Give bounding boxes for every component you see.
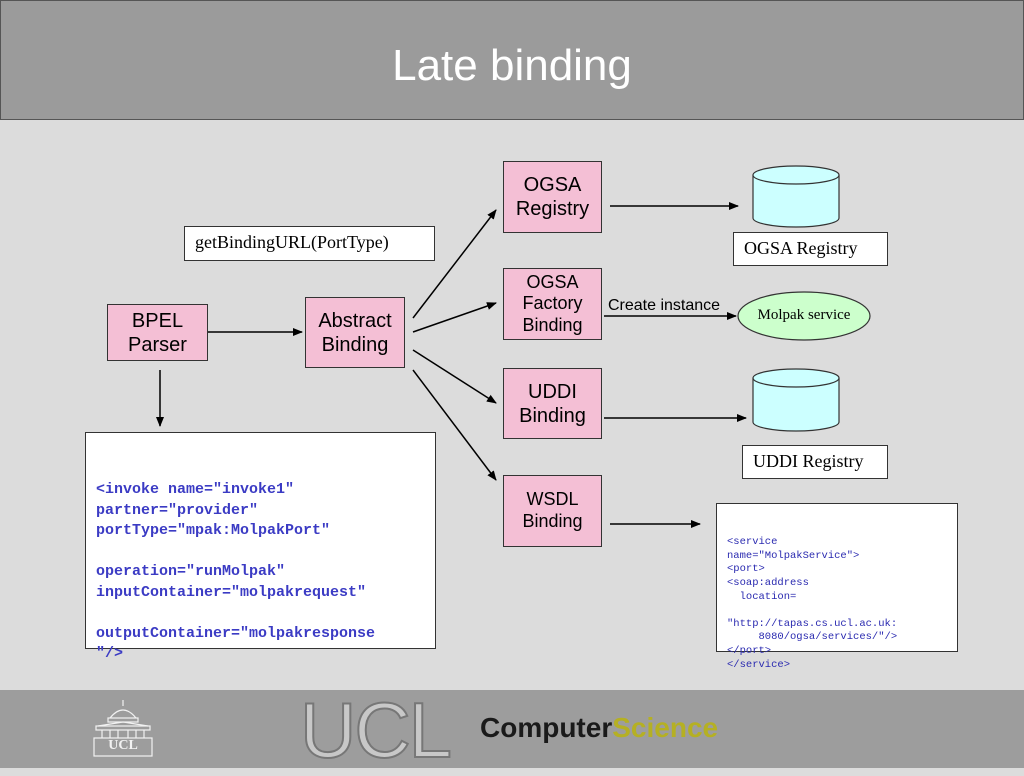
molpak-service-label: Molpak service xyxy=(738,307,870,324)
ogsa-factory-line-1: OGSA xyxy=(526,271,579,292)
get-binding-url-text: getBindingURL(PortType) xyxy=(195,232,389,252)
computer-science-logo: ComputerScience xyxy=(480,712,718,744)
computer-word: Computer xyxy=(480,712,613,743)
molpak-service-text: Molpak service xyxy=(757,307,851,323)
service-code-text: <service name="MolpakService"> <port> <s… xyxy=(727,536,898,671)
ogsa-registry-line-2: Registry xyxy=(515,198,590,220)
ogsa-registry-line-1: OGSA xyxy=(523,174,582,196)
title-bar: Late binding xyxy=(0,0,1024,120)
ogsa-registry-db-text: OGSA Registry xyxy=(744,238,858,258)
uddi-registry-db-label: UDDI Registry xyxy=(742,445,888,479)
footer-bar xyxy=(0,690,1024,768)
wsdl-line-1: WSDL xyxy=(526,489,579,510)
create-instance-label: Create instance xyxy=(608,297,720,315)
ucl-big-logo: UCL xyxy=(299,685,453,775)
abstract-line-1: Abstract xyxy=(318,309,392,332)
slide-title: Late binding xyxy=(392,41,632,90)
ogsa-factory-line-2: Factory xyxy=(522,293,583,314)
get-binding-url-label: getBindingURL(PortType) xyxy=(184,226,435,261)
ogsa-registry-db-icon xyxy=(752,165,840,228)
service-code-box: <service name="MolpakService"> <port> <s… xyxy=(716,503,958,671)
science-word: Science xyxy=(612,712,719,743)
arrow-abstract-to-ogsa-factory xyxy=(412,302,497,333)
invoke-code-box: <invoke name="invoke1" partner="provider… xyxy=(85,432,436,662)
ucl-dome-logo-icon xyxy=(93,700,153,757)
create-instance-text: Create instance xyxy=(608,297,721,314)
uddi-registry-db-icon xyxy=(752,368,840,432)
arrow-abstract-to-wsdl xyxy=(412,369,497,481)
wsdl-line-2: Binding xyxy=(522,511,583,531)
molpak-service-ellipse xyxy=(737,291,871,341)
arrow-abstract-to-ogsa-registry xyxy=(412,209,497,319)
bpel-line-1: BPEL xyxy=(131,309,184,332)
bpel-line-2: Parser xyxy=(128,333,187,356)
ucl-logo-text: UCL xyxy=(108,738,138,753)
ogsa-registry-db-label: OGSA Registry xyxy=(733,232,888,266)
uddi-line-2: Binding xyxy=(519,404,586,427)
abstract-line-2: Binding xyxy=(321,333,389,356)
ogsa-factory-line-3: Binding xyxy=(522,314,583,335)
arrow-abstract-to-uddi xyxy=(412,349,497,404)
invoke-code-text: <invoke name="invoke1" partner="provider… xyxy=(96,481,376,662)
uddi-registry-db-text: UDDI Registry xyxy=(753,451,864,471)
uddi-line-1: UDDI xyxy=(528,380,577,403)
